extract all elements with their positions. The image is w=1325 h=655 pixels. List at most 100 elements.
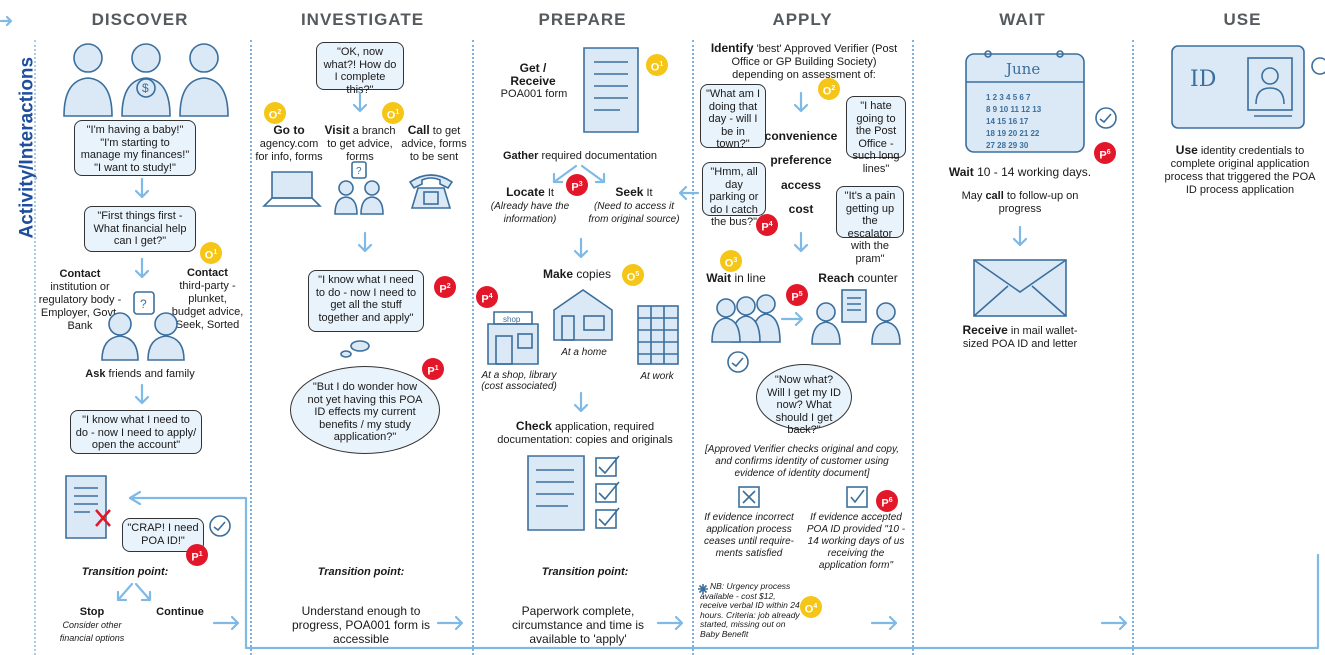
branch-arrows bbox=[552, 164, 606, 184]
id-card-label: ID bbox=[1190, 67, 1216, 92]
column-divider bbox=[472, 40, 474, 655]
speech-bubble: "It's a pain getting up the escalator wi… bbox=[836, 186, 904, 265]
arrow-right-icon bbox=[870, 615, 898, 631]
ask-friends-text: Ask friends and family bbox=[85, 368, 195, 380]
arrow-down-icon bbox=[573, 237, 589, 259]
evidence-accepted-text: If evidence accepted POA ID provided "10… bbox=[806, 512, 906, 571]
clock-icon bbox=[1095, 107, 1117, 129]
calendar-row: 1 2 3 4 5 6 7 bbox=[986, 93, 1031, 102]
clock-icon bbox=[209, 515, 231, 537]
opportunity-badge: O1 bbox=[200, 242, 222, 264]
column-divider bbox=[912, 40, 914, 655]
id-card-illustration: ID bbox=[1171, 45, 1305, 129]
checklist-illustration bbox=[527, 455, 620, 531]
pain-point-badge: P2 bbox=[434, 276, 456, 298]
arrow-right-icon bbox=[436, 615, 464, 631]
factor-preference: preference bbox=[770, 153, 832, 167]
thought-bubble: "But I do wonder how not yet having this… bbox=[290, 366, 440, 454]
shop-sign: shop bbox=[503, 315, 521, 324]
follow-up-text: May call to follow-up on progress bbox=[961, 190, 1079, 215]
speech-bubble: "I know what I need to do - now I need t… bbox=[70, 410, 202, 454]
x-box-icon bbox=[738, 486, 760, 508]
speech-bubble: "What am I doing that day - will I be in… bbox=[700, 84, 766, 150]
speech-bubble: "I hate going to the Post Office - such … bbox=[846, 96, 906, 175]
opportunity-badge: O2 bbox=[264, 102, 286, 124]
form-name-label: POA001 form bbox=[500, 88, 568, 100]
form-document-illustration bbox=[583, 47, 639, 133]
opportunity-badge: O1 bbox=[382, 102, 404, 124]
svg-text:?: ? bbox=[140, 297, 147, 311]
calendar-row: 14 15 16 17 bbox=[986, 117, 1029, 126]
column-divider bbox=[692, 40, 694, 655]
seek-text: Seek It (Need to access it from original… bbox=[588, 185, 680, 226]
pain-point-badge: P1 bbox=[422, 358, 444, 380]
thought-dots bbox=[340, 340, 370, 358]
branch-people-icon: ? bbox=[334, 161, 384, 215]
call-text: Call to get advice, forms to be sent bbox=[401, 123, 467, 164]
check-box-icon bbox=[846, 486, 868, 508]
column-header-discover: DISCOVER bbox=[91, 10, 189, 29]
arrow-down-icon bbox=[793, 91, 809, 113]
factor-access: access bbox=[780, 178, 822, 192]
calendar-month: June bbox=[1004, 60, 1040, 78]
calendar-row: 8 9 10 11 12 13 bbox=[986, 105, 1042, 114]
wait-in-line-text: Wait in line bbox=[706, 271, 766, 285]
transition-point-label: Transition point: bbox=[81, 566, 169, 578]
column-header-use: USE bbox=[1223, 10, 1262, 29]
column-divider bbox=[1132, 40, 1134, 655]
opportunity-badge: O2 bbox=[818, 78, 840, 100]
column-header-wait: WAIT bbox=[999, 10, 1046, 29]
use-credentials-text: Use identity credentials to complete ori… bbox=[1164, 143, 1316, 197]
make-copies-text: Make copies bbox=[542, 267, 612, 281]
transition-point-label: Transition point: bbox=[317, 566, 405, 578]
check-application-text: Check application, required documentatio… bbox=[497, 419, 673, 447]
wait-days-text: Wait 10 - 14 working days. bbox=[948, 165, 1092, 179]
nb-urgency-note: NB: Urgency process available - cost $12… bbox=[700, 581, 800, 639]
calendar-row: 18 19 20 21 22 bbox=[986, 129, 1040, 138]
shop-illustration: shop bbox=[487, 311, 539, 365]
opportunity-badge: O1 bbox=[646, 54, 668, 76]
location-shop-label: At a shop, library (cost associated) bbox=[481, 370, 557, 392]
speech-bubble: "OK, now what?! How do I complete this?" bbox=[316, 42, 404, 96]
get-receive-label: Get / Receive bbox=[510, 61, 556, 88]
arrow-down-icon bbox=[793, 231, 809, 253]
office-building-illustration bbox=[637, 305, 679, 365]
arrow-down-icon bbox=[573, 391, 589, 413]
calendar-row: 27 28 29 30 bbox=[986, 141, 1029, 150]
arrow-down-icon bbox=[134, 257, 150, 279]
three-people-illustration: $ bbox=[63, 43, 229, 117]
arrow-down-icon bbox=[134, 177, 150, 199]
column-header-prepare: PREPARE bbox=[538, 10, 627, 29]
transition-text: Paperwork complete, circumstance and tim… bbox=[511, 604, 645, 646]
column-header-apply: APPLY bbox=[772, 10, 833, 29]
clock-icon bbox=[1311, 57, 1325, 75]
pain-point-badge: P6 bbox=[1094, 142, 1116, 164]
identify-verifier-text: Identify 'best' Approved Verifier (Post … bbox=[710, 41, 898, 82]
location-work-label: At work bbox=[640, 371, 674, 382]
arrow-right-icon bbox=[0, 15, 13, 27]
pain-point-badge: P1 bbox=[186, 544, 208, 566]
pain-point-badge: P6 bbox=[876, 490, 898, 512]
calendar-illustration: June 1 2 3 4 5 6 7 8 9 10 11 12 13 14 15… bbox=[965, 50, 1085, 153]
column-divider bbox=[34, 40, 36, 655]
pain-point-badge: P3 bbox=[566, 174, 588, 196]
telephone-icon bbox=[408, 174, 454, 209]
home-illustration bbox=[553, 289, 613, 341]
pain-point-badge: P5 bbox=[786, 284, 808, 306]
branch-arrows bbox=[116, 582, 152, 602]
opportunity-badge: O5 bbox=[622, 264, 644, 286]
counter-service-illustration bbox=[811, 289, 901, 345]
arrow-down-icon bbox=[1012, 225, 1028, 247]
verifier-note: [Approved Verifier checks original and c… bbox=[705, 444, 899, 479]
clock-icon bbox=[727, 351, 749, 373]
thought-bubble: "Now what? Will I get my ID now? What sh… bbox=[756, 364, 852, 436]
visit-branch-text: Visit a branch to get advice, forms bbox=[324, 123, 396, 164]
pain-point-badge: P4 bbox=[756, 214, 778, 236]
opportunity-badge: O4 bbox=[800, 596, 822, 618]
speech-bubble: "Hmm, all day parking or do I catch the … bbox=[702, 162, 766, 228]
column-divider bbox=[250, 40, 252, 655]
